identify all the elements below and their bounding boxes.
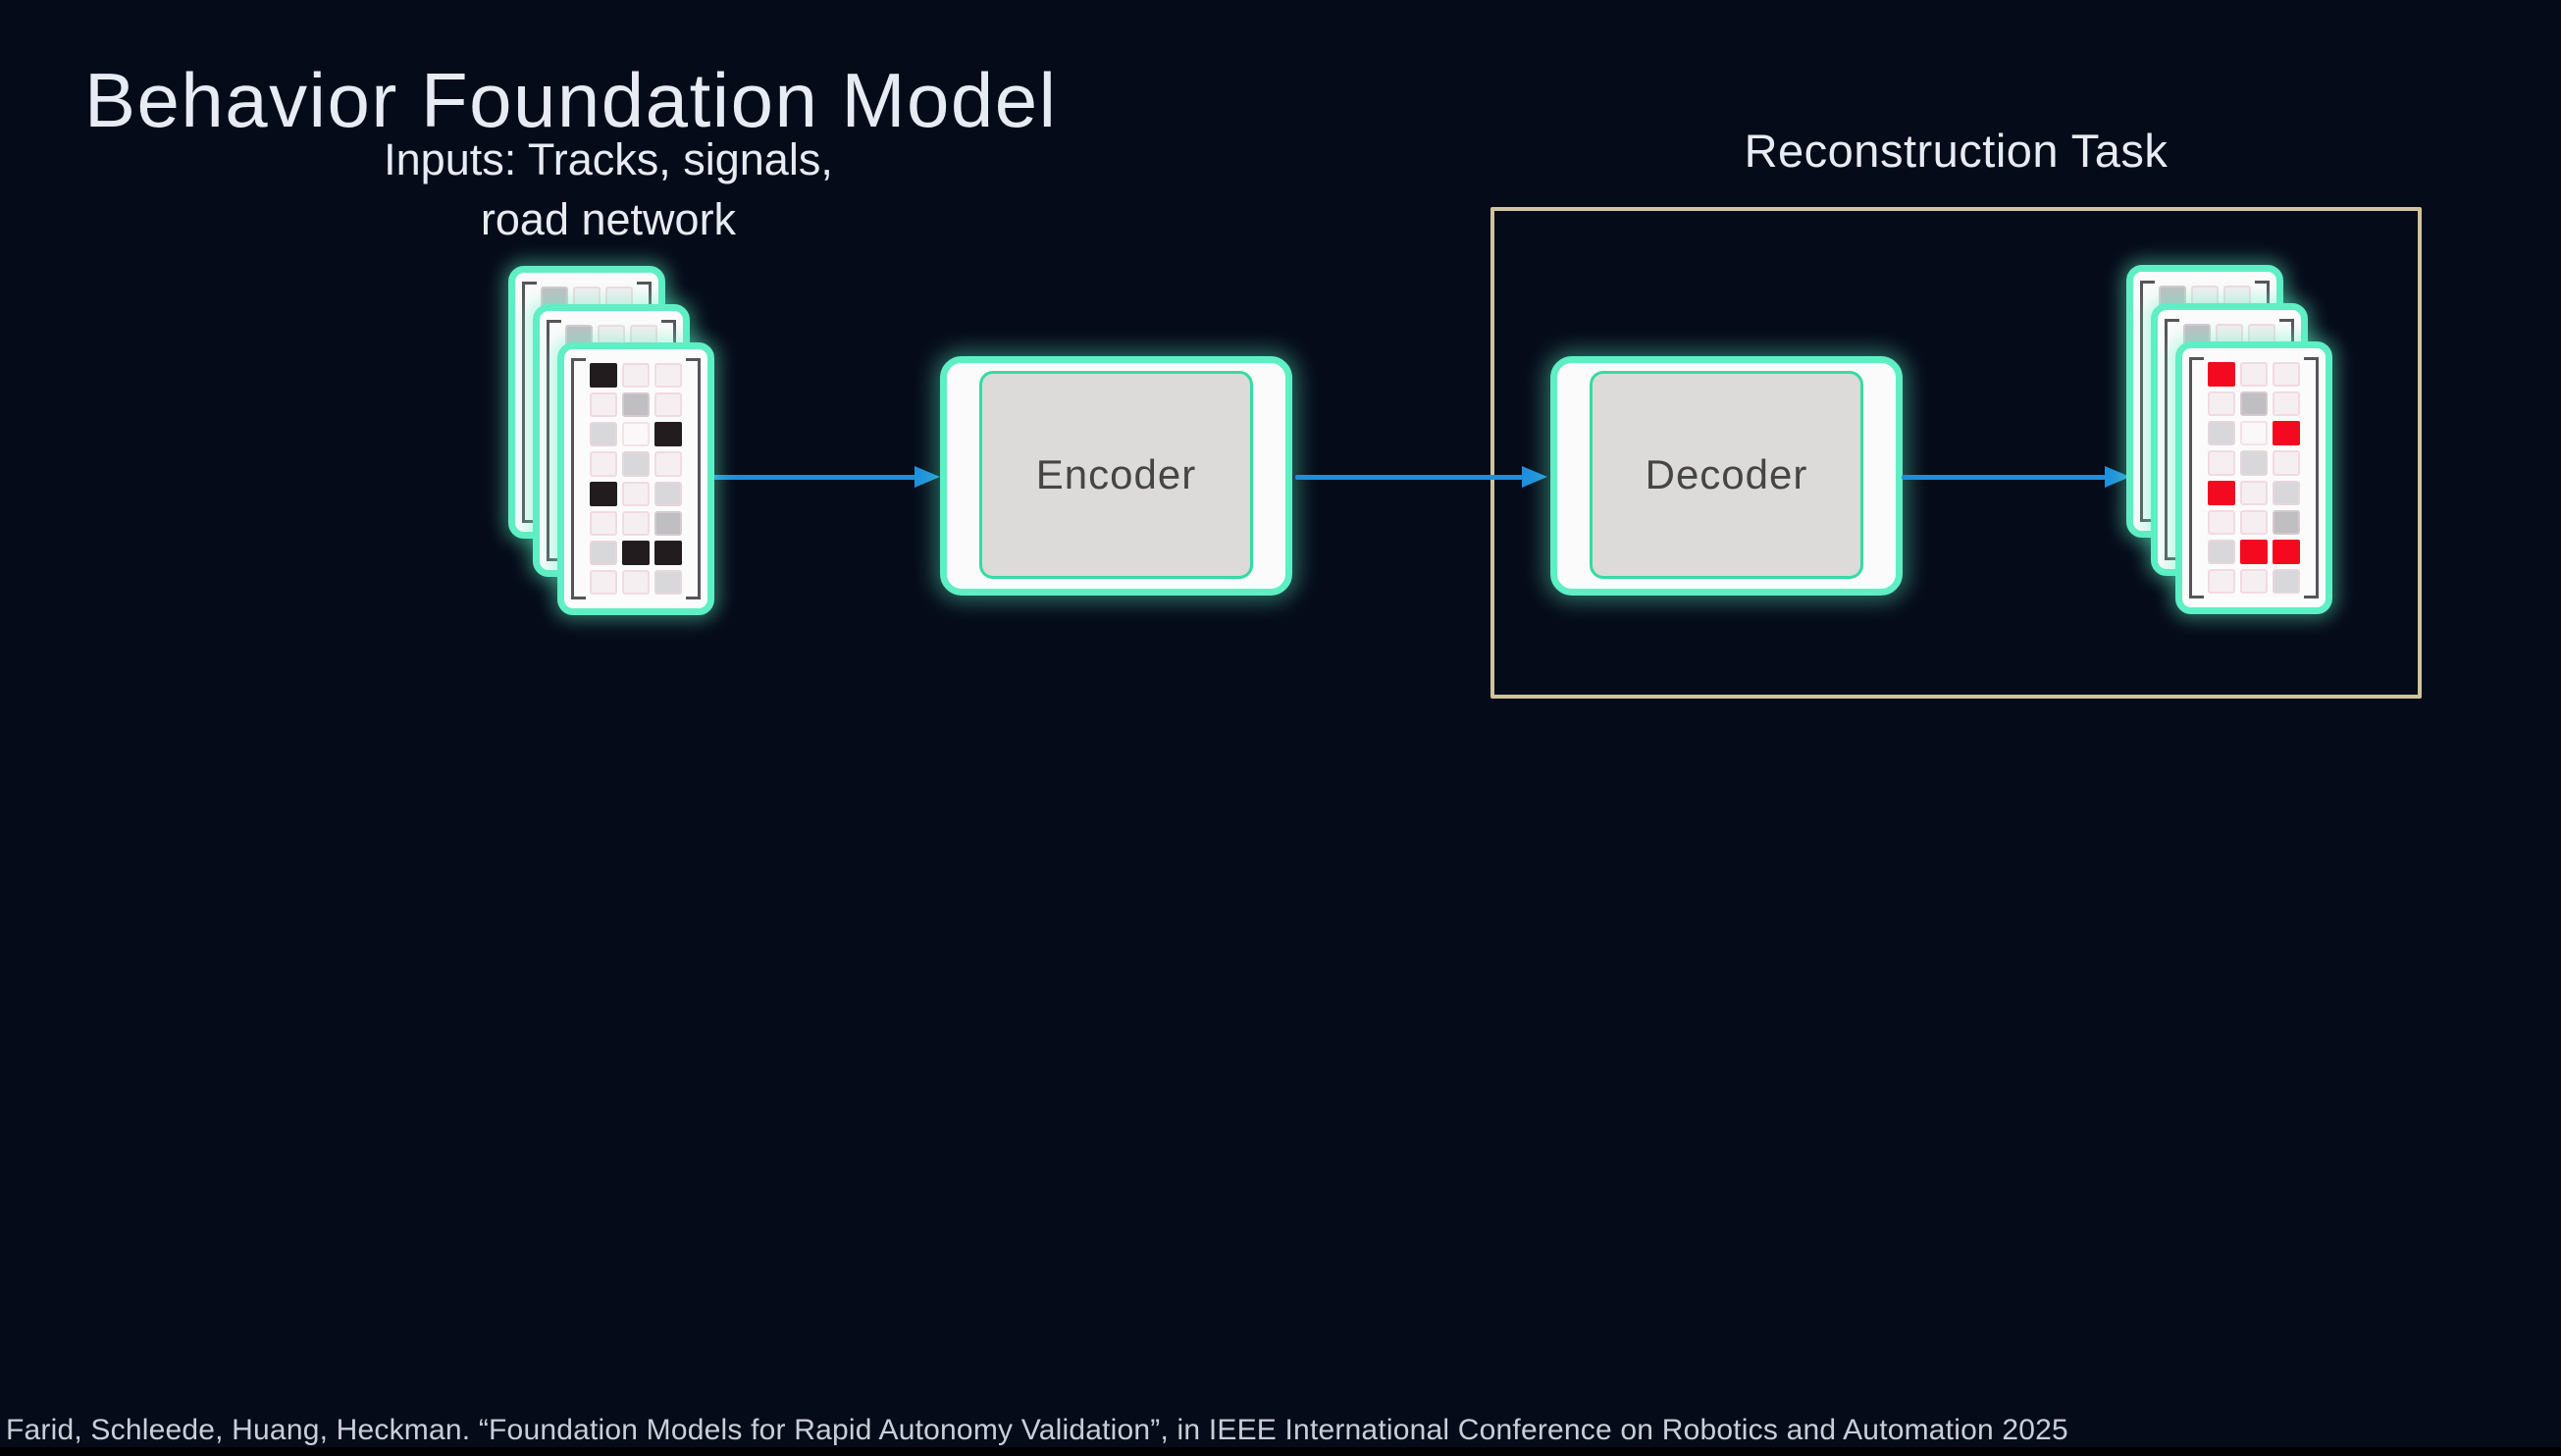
matrix-cell-red (2240, 539, 2268, 564)
matrix-bracket-left (547, 320, 561, 561)
slide-title: Behavior Foundation Model (84, 57, 1058, 144)
encoder-box: Encoder (940, 356, 1292, 596)
matrix-bracket-right (2304, 357, 2319, 598)
output-matrix-stack (2126, 265, 2332, 614)
reconstruction-task-box (1490, 207, 2422, 699)
matrix-cell-grayl (2273, 568, 2300, 594)
inputs-label-line1: Inputs: Tracks, signals, (384, 134, 833, 184)
inputs-label: Inputs: Tracks, signals, road network (309, 130, 908, 249)
reconstruction-task-title: Reconstruction Task (1744, 125, 2169, 177)
matrix-bracket-left (2140, 281, 2155, 522)
matrix-cell-light (622, 363, 650, 389)
matrix-cell-gray (622, 392, 650, 418)
matrix-cell-grayl (590, 422, 617, 447)
matrix-bracket-right (686, 358, 701, 599)
matrix-cell-light (2273, 362, 2300, 388)
matrix-bracket-left (2189, 357, 2204, 598)
matrix-cell-light (2240, 362, 2268, 388)
matrix-grid (590, 363, 682, 595)
matrix-cell-light (622, 510, 650, 536)
matrix-cell-grayl (2208, 539, 2235, 564)
matrix-grid (2208, 362, 2300, 594)
matrix-cell-gray (2273, 509, 2300, 535)
matrix-cell-white (622, 422, 650, 447)
matrix-cell-dark (654, 422, 682, 447)
matrix-cell-dark (590, 363, 617, 389)
inputs-label-line2: road network (480, 194, 737, 244)
matrix-cell-light (654, 451, 682, 477)
matrix-cell-red (2273, 421, 2300, 446)
matrix-cell-grayl (622, 451, 650, 477)
matrix-bracket-left (2165, 319, 2179, 560)
matrix-cell-dark (622, 540, 650, 565)
matrix-cell-light (590, 569, 617, 595)
flow-arrow-encoder-to-decoder (1295, 466, 1547, 488)
flow-arrow-decoder-to-output (1902, 466, 2130, 488)
citation-text: Farid, Schleede, Huang, Heckman. “Founda… (6, 1414, 2068, 1446)
matrix-cell-light (590, 451, 617, 477)
matrix-cell-light (2273, 450, 2300, 476)
matrix-cell-light (2240, 568, 2268, 594)
matrix-cell-grayl (654, 481, 682, 506)
matrix-cell-light (590, 510, 617, 536)
matrix-cell-red (2208, 480, 2235, 505)
matrix-cell-red (2208, 362, 2235, 388)
matrix-bracket-left (571, 358, 586, 599)
matrix-cell-light (2273, 391, 2300, 417)
matrix-cell-light (2208, 509, 2235, 535)
matrix-cell-dark (590, 481, 617, 506)
matrix-cell-light (2208, 450, 2235, 476)
flow-arrow-input-to-encoder (713, 466, 940, 488)
matrix-cell-light (2208, 391, 2235, 417)
matrix-cell-light (654, 363, 682, 389)
matrix-cell-light (622, 569, 650, 595)
matrix-bracket-left (522, 282, 537, 523)
decoder-box: Decoder (1550, 356, 1903, 596)
input-matrix-stack (508, 266, 714, 615)
matrix-card (557, 342, 714, 615)
bottom-letterbox-bar (0, 1447, 2561, 1456)
matrix-cell-grayl (2208, 421, 2235, 446)
encoder-label: Encoder (979, 371, 1253, 579)
matrix-cell-light (2240, 480, 2268, 505)
matrix-cell-grayl (654, 569, 682, 595)
matrix-cell-grayl (2273, 480, 2300, 505)
decoder-label: Decoder (1590, 371, 1863, 579)
matrix-cell-light (590, 392, 617, 418)
matrix-cell-light (2240, 509, 2268, 535)
matrix-cell-light (2208, 568, 2235, 594)
matrix-card (2175, 341, 2332, 614)
matrix-cell-light (622, 481, 650, 506)
matrix-cell-gray (654, 510, 682, 536)
matrix-cell-gray (2240, 391, 2268, 417)
matrix-cell-white (2240, 421, 2268, 446)
matrix-cell-grayl (590, 540, 617, 565)
matrix-cell-grayl (2240, 450, 2268, 476)
matrix-cell-dark (654, 540, 682, 565)
matrix-cell-red (2273, 539, 2300, 564)
matrix-cell-light (654, 392, 682, 418)
